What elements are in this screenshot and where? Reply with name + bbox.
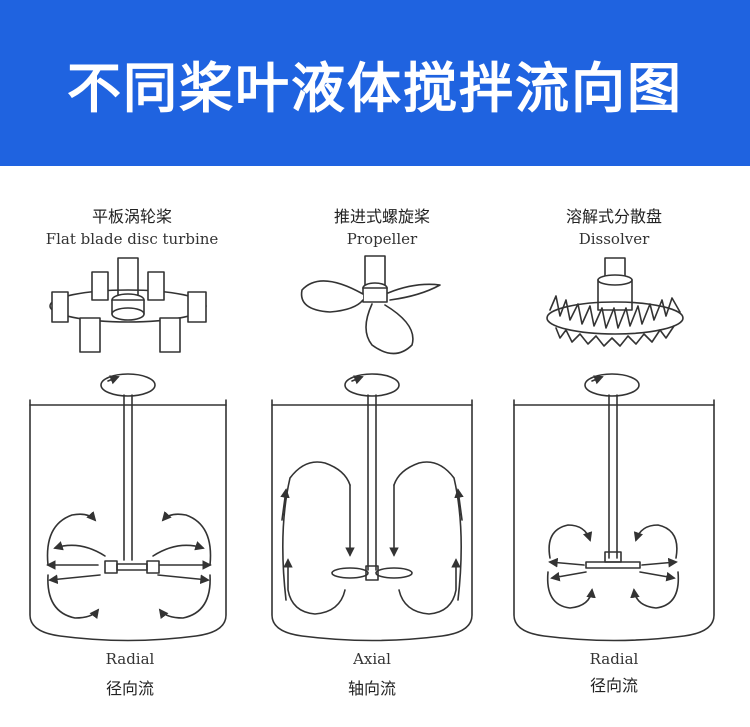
tank-radial-flow-2 bbox=[513, 394, 715, 642]
rotation-arrow-icon-2 bbox=[344, 373, 400, 397]
impeller-name-cn-1: 平板涡轮桨 bbox=[91, 207, 172, 226]
flow-type-en-3: Radial bbox=[589, 650, 639, 668]
impeller-name-cn-3: 溶解式分散盘 bbox=[565, 207, 662, 226]
rotation-arrow-icon-3 bbox=[584, 373, 640, 397]
flow-type-cn-1: 径向流 bbox=[105, 679, 154, 698]
flow-type-en-1: Radial bbox=[105, 650, 155, 668]
rotation-arrow-icon bbox=[100, 373, 156, 397]
title-banner bbox=[0, 0, 750, 166]
impeller-name-cn-2: 推进式螺旋桨 bbox=[333, 207, 430, 226]
impeller-name-en-2: Propeller bbox=[346, 230, 418, 248]
dissolver-impeller-icon bbox=[546, 257, 684, 347]
flow-type-cn-2: 轴向流 bbox=[347, 679, 396, 698]
propeller-impeller-icon bbox=[300, 255, 441, 355]
impeller-name-en-3: Dissolver bbox=[578, 230, 650, 248]
turbine-impeller-icon bbox=[49, 257, 207, 353]
page-title: 不同桨叶液体搅拌流向图 bbox=[67, 56, 683, 120]
tank-radial-flow-1 bbox=[29, 394, 227, 642]
tank-axial-flow bbox=[271, 394, 473, 642]
flow-type-en-2: Axial bbox=[353, 650, 391, 668]
flow-type-cn-3: 径向流 bbox=[589, 676, 638, 695]
impeller-name-en-1: Flat blade disc turbine bbox=[45, 230, 219, 248]
